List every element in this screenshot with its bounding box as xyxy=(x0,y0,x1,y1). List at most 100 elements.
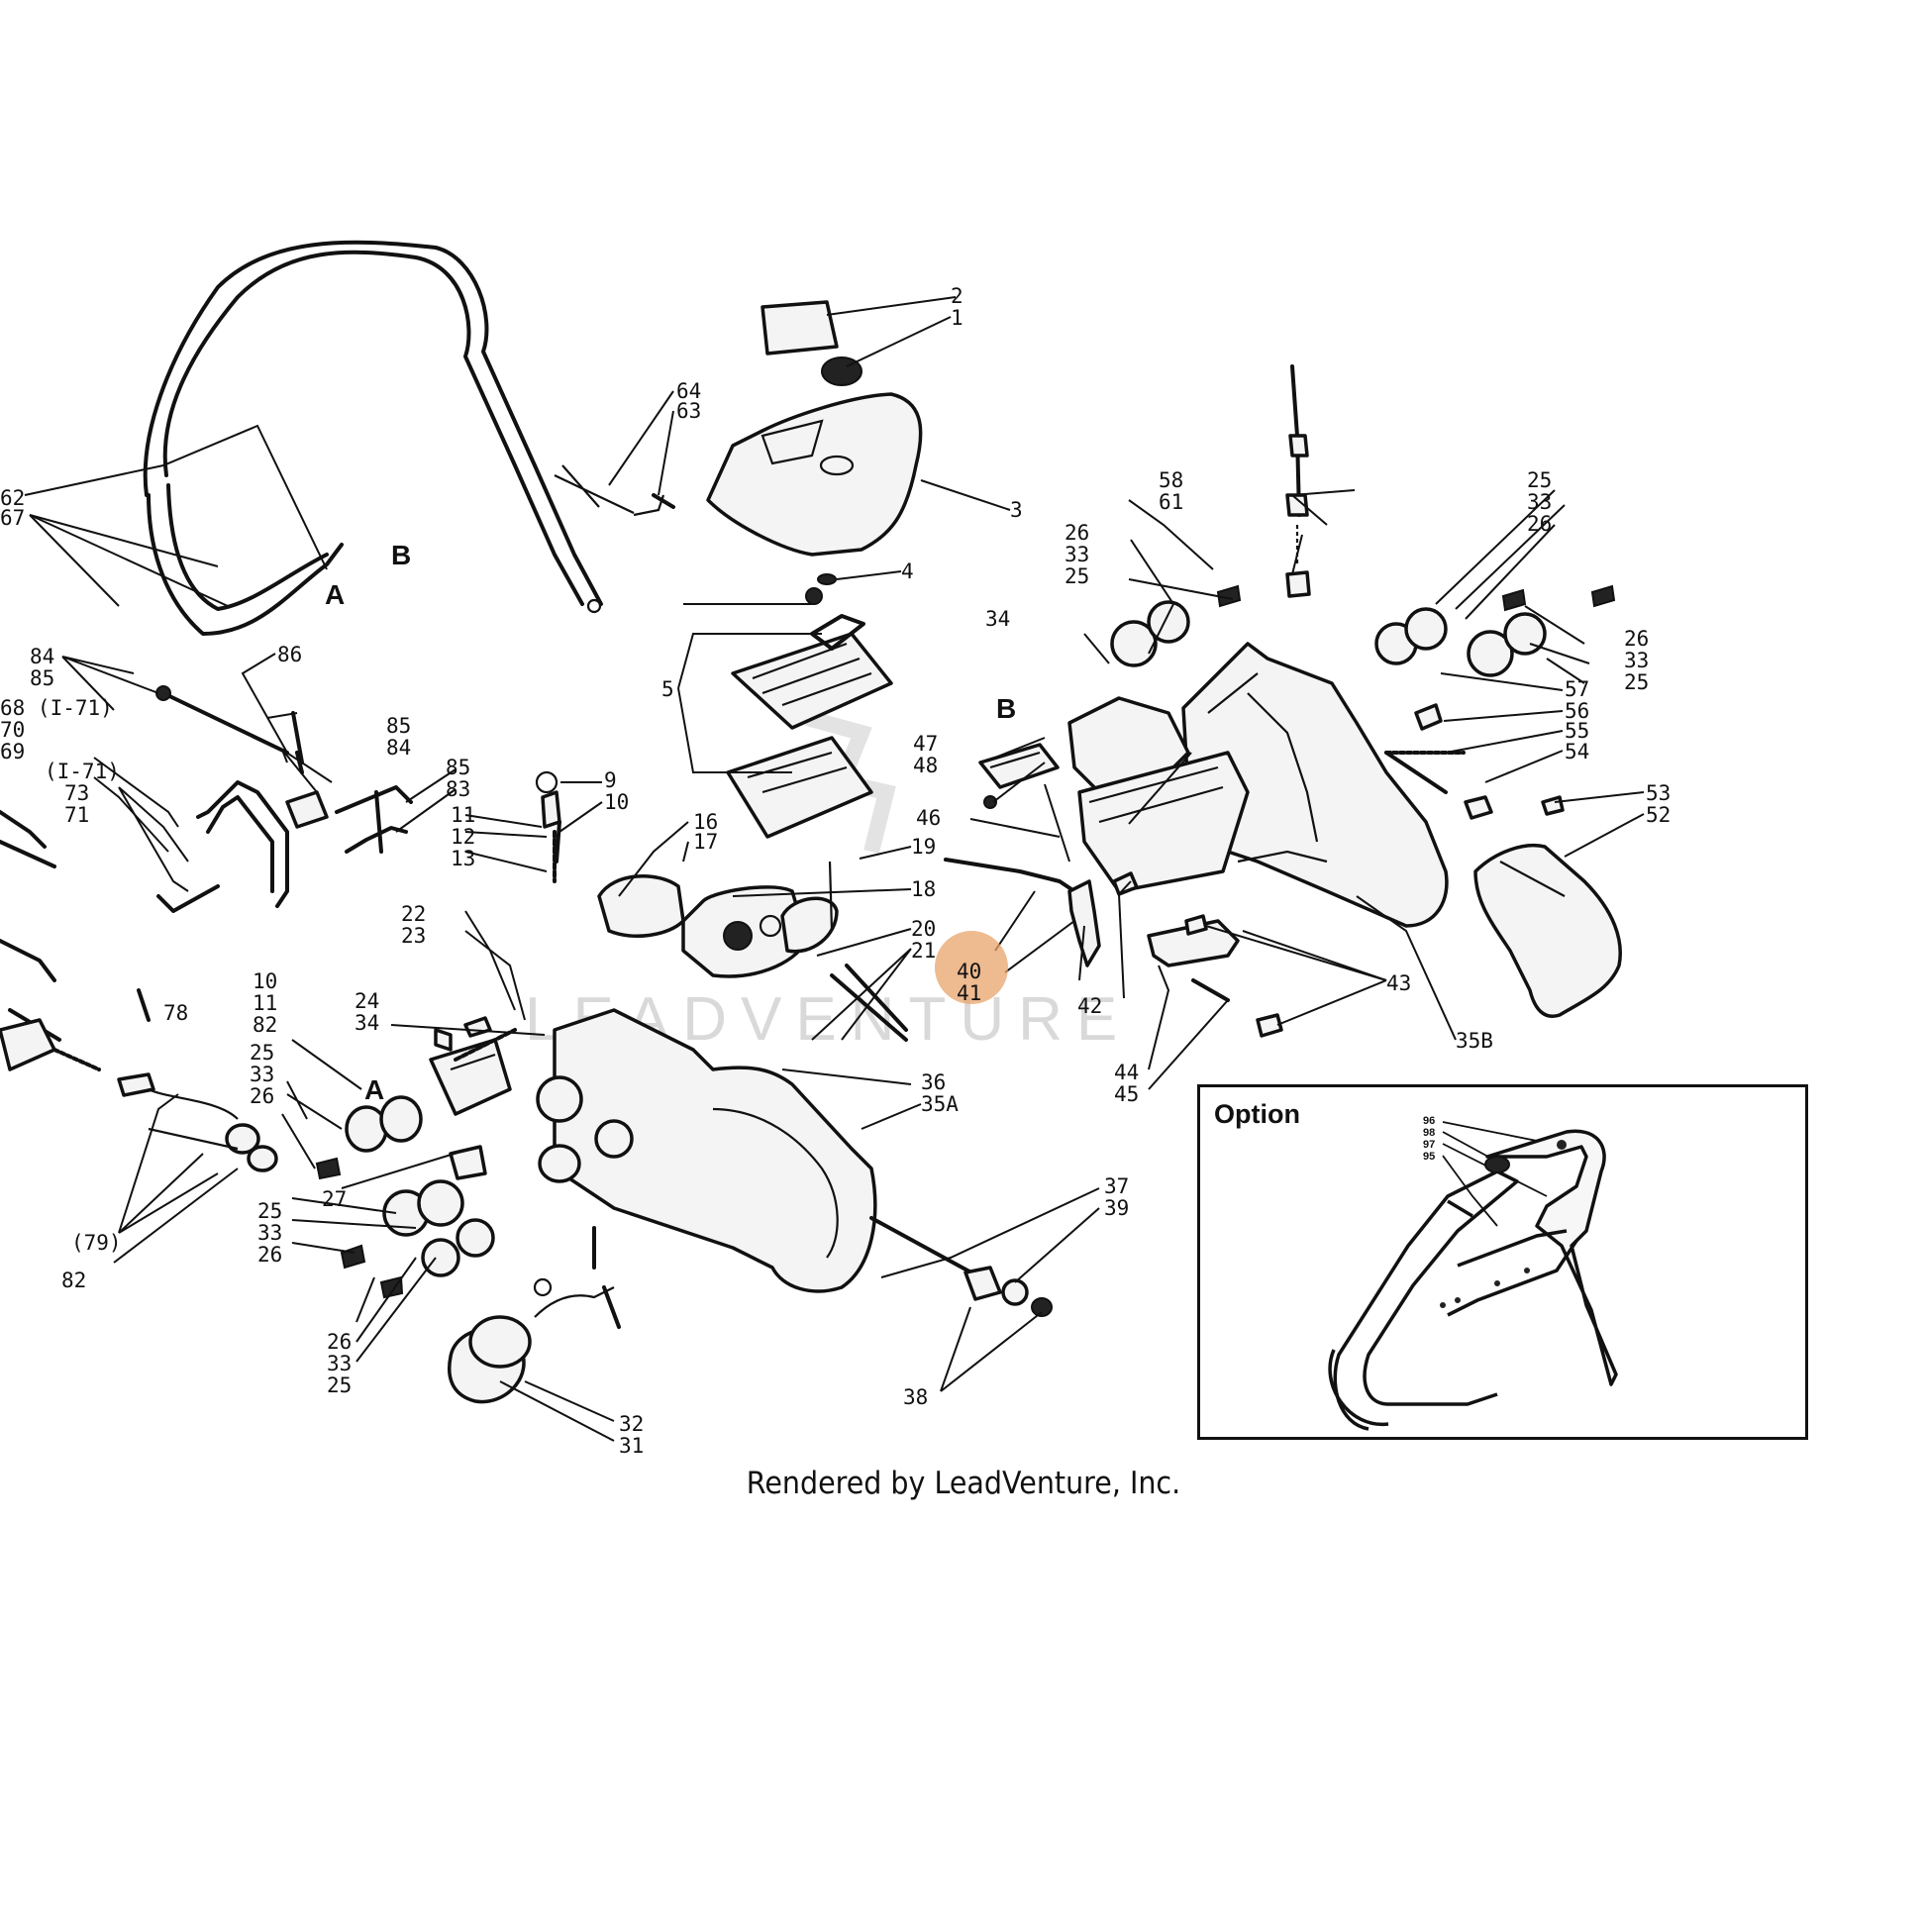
callout-38[interactable]: 38 xyxy=(903,1385,928,1409)
option-title: Option xyxy=(1214,1099,1300,1129)
anti-vibration-mounts-left xyxy=(315,1095,495,1299)
callout-35B[interactable]: 35B xyxy=(1456,1029,1493,1053)
callout-55[interactable]: 56 xyxy=(1565,699,1589,723)
callout-4[interactable]: 4 xyxy=(901,559,914,583)
callout-11[interactable]: 11 xyxy=(451,803,475,827)
callout-35A[interactable]: 35A xyxy=(921,1092,959,1116)
callout-41[interactable]: 41 xyxy=(957,981,981,1005)
callout-84b[interactable]: 84 xyxy=(386,736,411,760)
callout-23[interactable]: 23 xyxy=(401,924,426,948)
callout-33f[interactable]: 33 xyxy=(1624,649,1649,672)
callout-5[interactable]: 5 xyxy=(661,677,674,701)
callout-17[interactable]: 17 xyxy=(693,830,718,854)
callout-10a[interactable]: 10 xyxy=(253,969,277,993)
callout-13[interactable]: 13 xyxy=(451,847,475,870)
callout-45[interactable]: 45 xyxy=(1114,1082,1139,1106)
callout-62[interactable]: 63 xyxy=(676,399,701,423)
callout-73[interactable]: 78 xyxy=(163,1001,188,1025)
callout-52[interactable]: 53 xyxy=(1646,781,1671,805)
option-callout-98[interactable]: 98 xyxy=(1423,1127,1435,1139)
callout-20[interactable]: 20 xyxy=(911,917,936,941)
callout-39[interactable]: 39 xyxy=(1104,1196,1129,1220)
callout-2[interactable]: 2 xyxy=(951,284,964,308)
callout-26a[interactable]: 26 xyxy=(250,1084,274,1108)
callout-84[interactable]: 84 xyxy=(30,645,54,668)
callout-33d[interactable]: 33 xyxy=(1065,543,1089,566)
callout-46[interactable]: 46 xyxy=(916,806,941,830)
callout-68[interactable]: 69 xyxy=(0,740,25,763)
callout-3[interactable]: 3 xyxy=(1010,498,1023,522)
callout-33b[interactable]: 33 xyxy=(257,1221,282,1245)
callout-40[interactable]: 40 xyxy=(957,960,981,983)
callout-51[interactable]: 52 xyxy=(1646,803,1671,827)
callout-58[interactable]: 61 xyxy=(1159,490,1183,514)
air-filter xyxy=(726,587,893,839)
callout-18[interactable]: 18 xyxy=(911,877,936,901)
callout-26d[interactable]: 26 xyxy=(1065,521,1089,545)
callout-25b[interactable]: 25 xyxy=(257,1199,282,1223)
callout-1[interactable]: 1 xyxy=(951,306,964,330)
callout-86[interactable]: 86 xyxy=(277,643,302,666)
callout-25a[interactable]: 25 xyxy=(250,1041,274,1065)
callout-56[interactable]: 57 xyxy=(1565,677,1589,701)
callout-42[interactable]: 42 xyxy=(1077,994,1102,1018)
callout-85[interactable]: 85 xyxy=(30,666,54,690)
callout-26c[interactable]: 26 xyxy=(327,1330,352,1354)
callout-70[interactable]: 71 xyxy=(64,803,89,827)
callout-21[interactable]: 21 xyxy=(911,939,936,963)
callout-43[interactable]: 43 xyxy=(1386,971,1411,995)
callout-47[interactable]: 47 xyxy=(913,732,938,756)
option-handle-drawing: 96 98 97 95 xyxy=(1328,1115,1618,1431)
callout-32[interactable]: 32 xyxy=(619,1412,644,1436)
callout-11a[interactable]: 11 xyxy=(253,991,277,1015)
callout-9[interactable]: 9 xyxy=(604,768,617,792)
callout-33c[interactable]: 33 xyxy=(327,1352,352,1375)
callout-34b[interactable]: 34 xyxy=(985,607,1010,631)
callout-36[interactable]: 36 xyxy=(921,1070,946,1094)
oil-pickup-rod xyxy=(1285,364,1311,598)
callout-82[interactable]: 82 xyxy=(253,1013,277,1037)
callout-44[interactable]: 44 xyxy=(1114,1061,1139,1084)
highlight-marker[interactable] xyxy=(935,931,1008,1004)
callout-22[interactable]: 22 xyxy=(401,902,426,926)
callout-33e[interactable]: 33 xyxy=(1527,490,1552,514)
option-callout-96[interactable]: 96 xyxy=(1423,1115,1435,1127)
rendered-by-credit: Rendered by LeadVenture, Inc. xyxy=(746,1466,1181,1501)
callout-69[interactable]: 70 xyxy=(0,718,25,742)
callout-25d[interactable]: 25 xyxy=(1065,564,1089,588)
callout-26f[interactable]: 26 xyxy=(1624,627,1649,651)
callout-63[interactable]: 64 xyxy=(676,379,701,403)
callout-48[interactable]: 48 xyxy=(913,754,938,777)
callout-71[interactable]: 73 xyxy=(64,781,89,805)
callout-85b[interactable]: 85 xyxy=(386,714,411,738)
callout-25c[interactable]: 25 xyxy=(327,1373,352,1397)
callout-27[interactable]: 27 xyxy=(322,1187,347,1211)
callout-25f[interactable]: 25 xyxy=(1624,670,1649,694)
callout-85c[interactable]: 85 xyxy=(446,756,470,779)
callout-25e[interactable]: 25 xyxy=(1527,468,1552,492)
callout-33a[interactable]: 33 xyxy=(250,1063,274,1086)
callout-31[interactable]: 31 xyxy=(619,1434,644,1458)
callout-26b[interactable]: 26 xyxy=(257,1243,282,1267)
option-callout-95[interactable]: 95 xyxy=(1423,1151,1435,1163)
callout-64[interactable]: 67 xyxy=(0,506,25,530)
callout-53[interactable]: 54 xyxy=(1565,740,1589,763)
callout-54[interactable]: 55 xyxy=(1565,719,1589,743)
callout-12[interactable]: 12 xyxy=(451,825,475,849)
callout-78[interactable]: (79) xyxy=(71,1231,122,1255)
callout-19[interactable]: 19 xyxy=(911,835,936,859)
callout-24[interactable]: 24 xyxy=(355,989,379,1013)
reference-letter-b-handle: B xyxy=(391,540,411,570)
callout-67[interactable]: 68 (I-71) xyxy=(0,696,113,720)
callout-79[interactable]: 82 xyxy=(61,1269,86,1292)
tank-cover xyxy=(706,300,923,585)
callout-16[interactable]: 16 xyxy=(693,810,718,834)
callout-26e[interactable]: 26 xyxy=(1527,512,1552,536)
callout-10[interactable]: 10 xyxy=(604,790,629,814)
callout-57[interactable]: 58 xyxy=(1159,468,1183,492)
callout-83[interactable]: 83 xyxy=(446,777,470,801)
callout-34a[interactable]: 34 xyxy=(355,1011,379,1035)
callout-37[interactable]: 37 xyxy=(1104,1174,1129,1198)
callout-61[interactable]: 62 xyxy=(0,486,25,510)
option-callout-97[interactable]: 97 xyxy=(1423,1139,1435,1151)
